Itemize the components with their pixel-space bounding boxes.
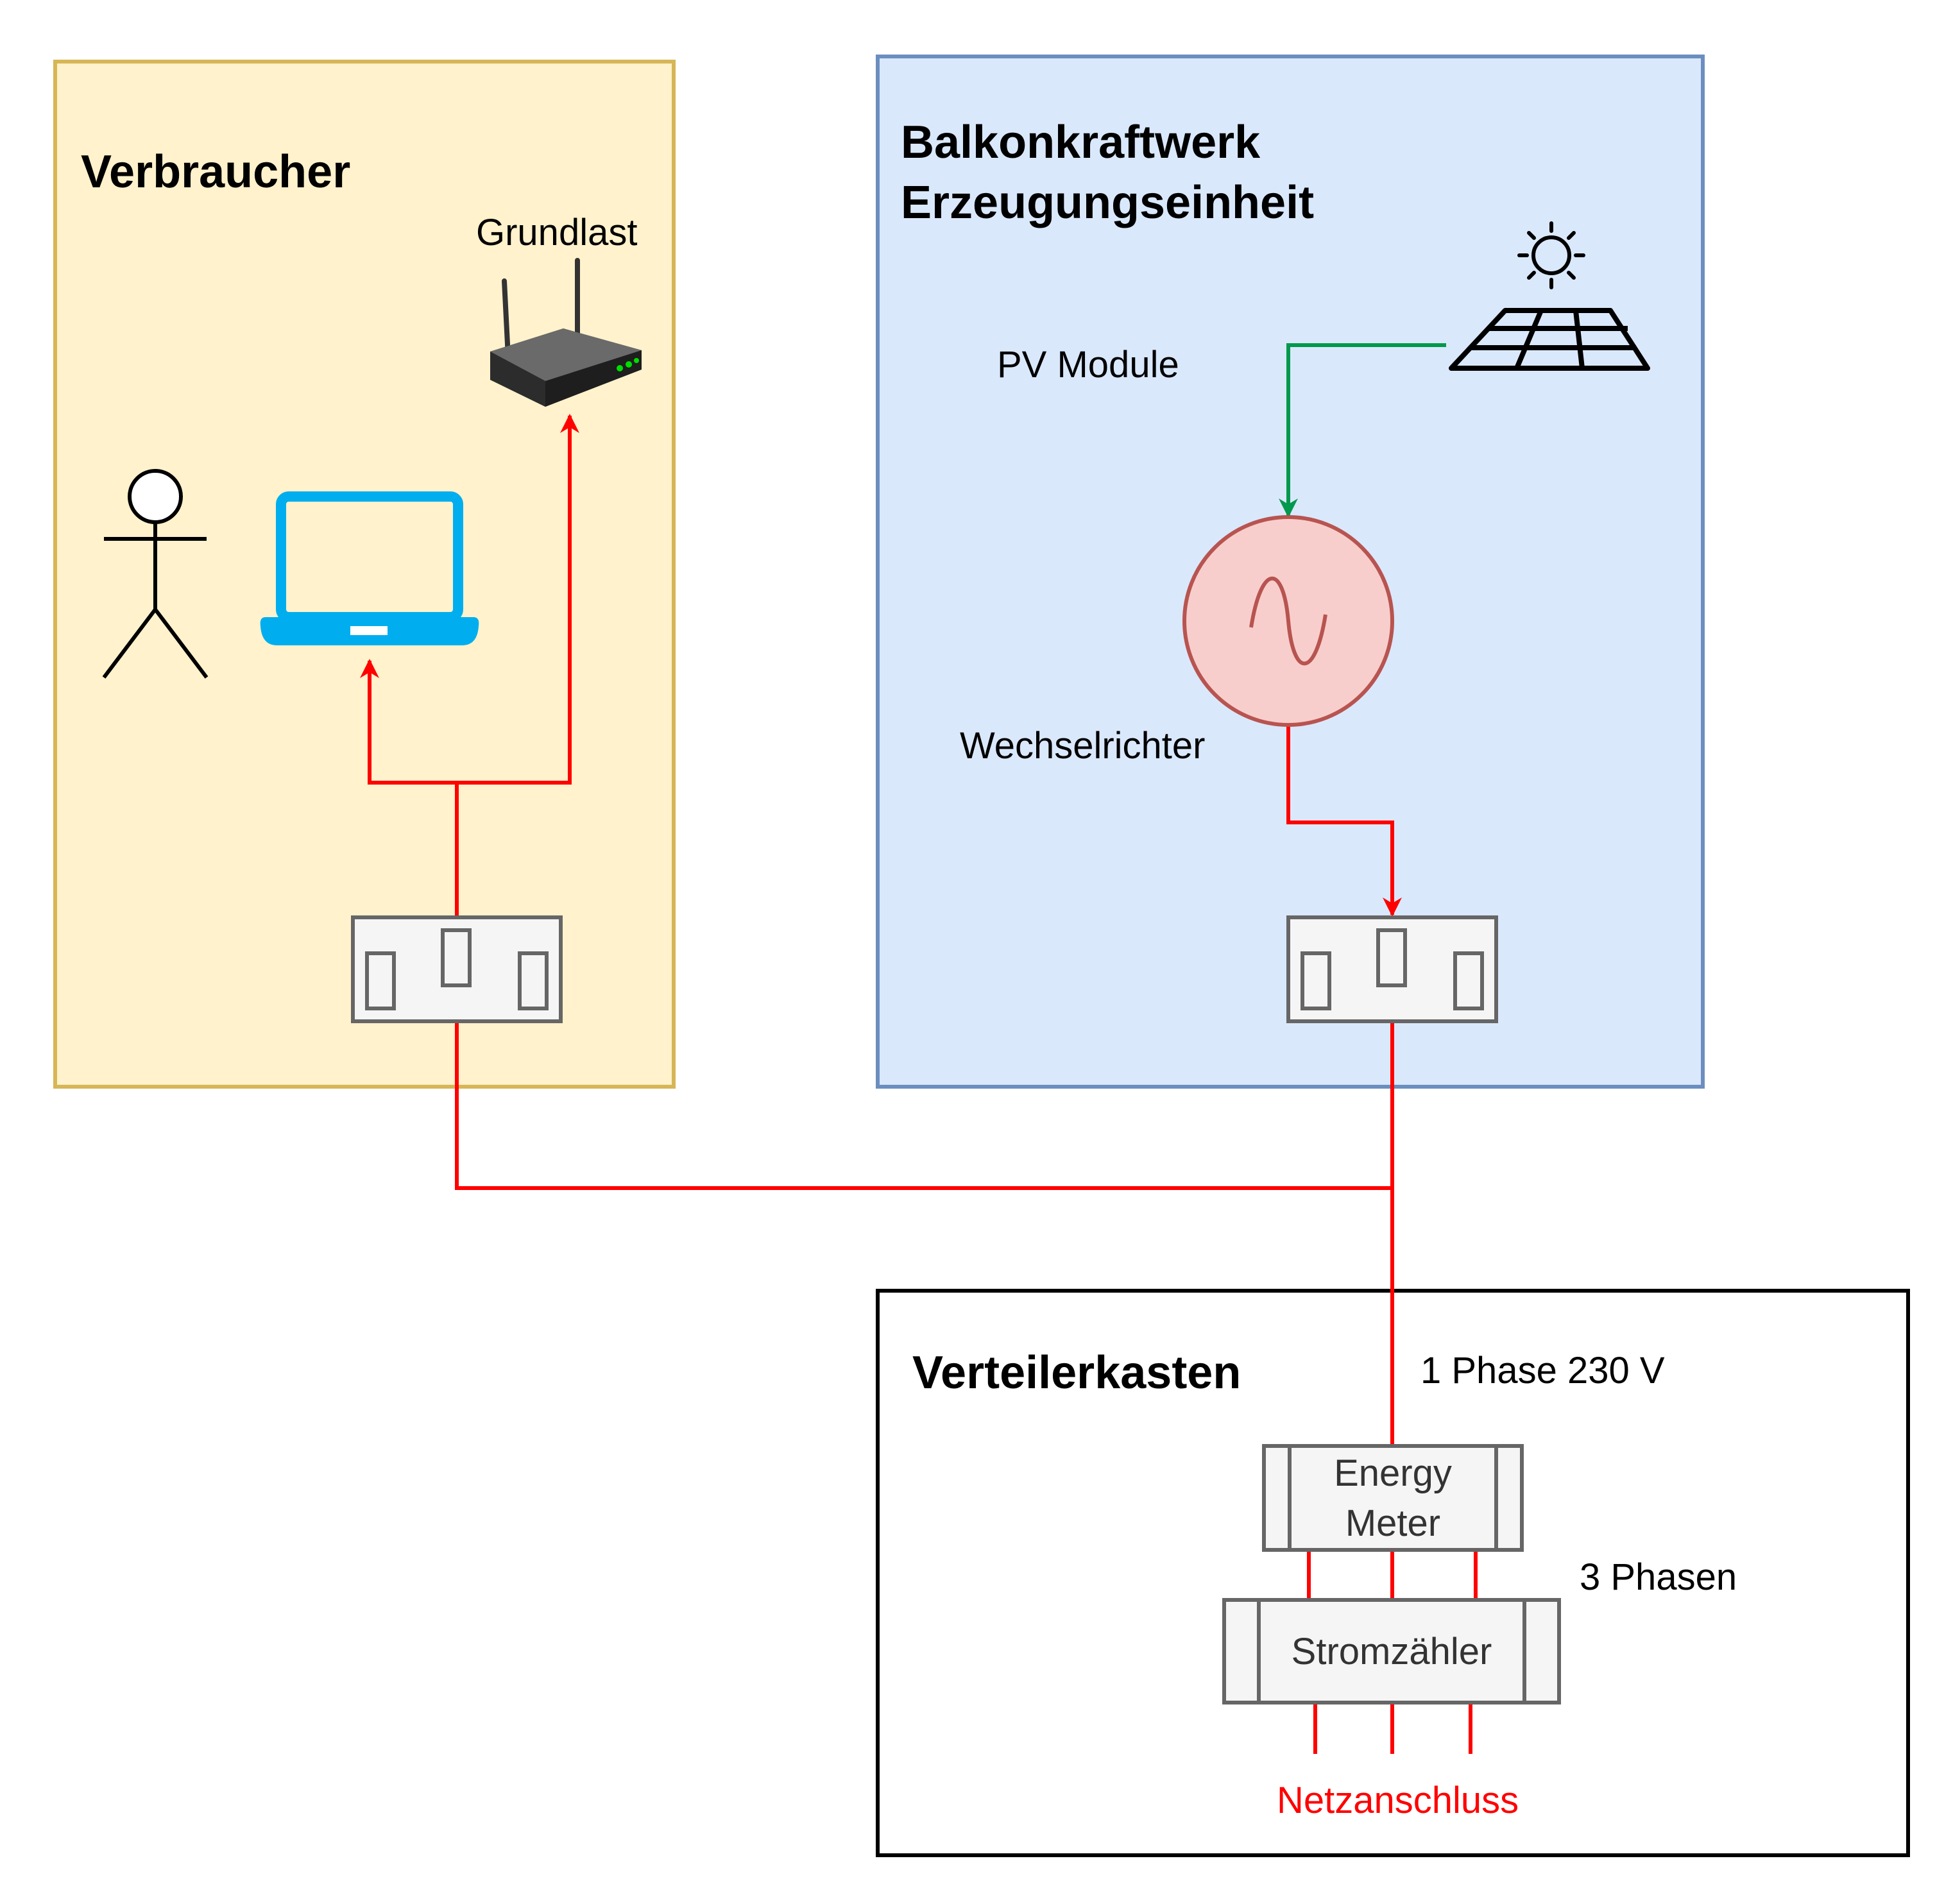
pv-modules-label: PV Module (997, 344, 1179, 386)
line-consumer-socket-down (455, 1023, 1392, 1190)
power-lines (360, 414, 1478, 1754)
power-meter-label: Stromzähler (1291, 1631, 1492, 1672)
phase-info-label: 1 Phase 230 V (1420, 1350, 1665, 1391)
ac-source-icon (1182, 515, 1394, 727)
solar-panel-icon (1449, 308, 1650, 371)
base-load-label: Grundlast (476, 212, 638, 253)
dc-line (1279, 343, 1446, 518)
power-socket-icon (1286, 915, 1498, 1023)
stick-figure-icon (102, 469, 209, 679)
power-socket-icon (351, 915, 563, 1023)
line-to-router (457, 414, 579, 785)
sun-icon (1517, 221, 1585, 289)
energy-meter-label-line2: Meter (1345, 1502, 1441, 1544)
line-inverter-to-socket (1286, 726, 1402, 917)
plant-group-title-line1: Balkonkraftwerk (901, 117, 1261, 168)
inverter-label: Wechselrichter (960, 725, 1206, 767)
distribution-group-title: Verteilerkasten (912, 1347, 1241, 1398)
consumer-group-title: Verbraucher (81, 146, 351, 198)
plant-group-title-line2: Erzeugungseinheit (901, 177, 1315, 228)
three-phases-label: 3 Phasen (1580, 1556, 1737, 1598)
wifi-router-icon (490, 258, 642, 407)
energy-meter (1262, 1444, 1524, 1552)
power-meter (1222, 1598, 1561, 1704)
grid-connection-label: Netzanschluss (1277, 1780, 1519, 1821)
laptop-icon (260, 491, 479, 645)
energy-meter-label-line1: Energy (1334, 1452, 1452, 1494)
line-to-laptop (360, 659, 457, 785)
